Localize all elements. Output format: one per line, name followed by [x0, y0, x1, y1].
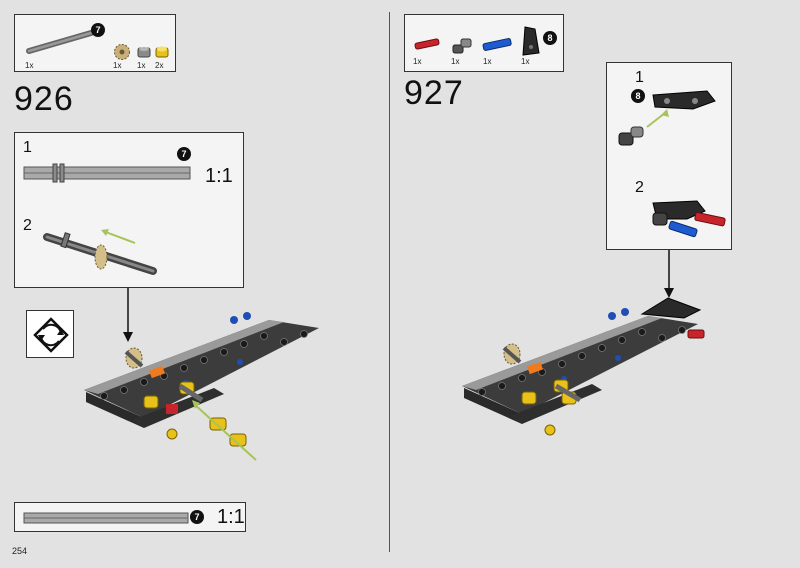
panel-badge: 8	[631, 89, 645, 103]
callout-arrow	[664, 250, 674, 298]
yellow-bush-icon	[155, 46, 169, 58]
black-panel-icon	[522, 26, 540, 56]
model-illustration-927	[462, 297, 705, 436]
substep-number: 2	[23, 217, 32, 234]
rotate-icon	[33, 317, 69, 353]
part-qty: 2x	[155, 61, 164, 70]
subassembly-callout-927: 1 8 2	[606, 62, 732, 250]
step-number: 926	[14, 80, 74, 118]
substep-number: 1	[635, 69, 644, 86]
substep-number: 1	[23, 139, 32, 156]
red-pin-icon	[414, 38, 440, 50]
part-qty: 1x	[137, 61, 146, 70]
bush-icon	[137, 47, 151, 58]
part-qty: 1x	[413, 57, 422, 66]
axle-with-gear-illustration	[43, 229, 157, 275]
gear-icon	[114, 44, 130, 60]
parts-list-926: 7 1x 1x 1x 2x	[14, 14, 176, 72]
part-qty: 1x	[451, 57, 460, 66]
page-number: 254	[12, 546, 28, 556]
panel-badge: 8	[543, 31, 557, 45]
blue-pin-icon	[482, 38, 512, 51]
length-badge: 7	[190, 510, 204, 524]
step-number: 927	[404, 74, 464, 112]
scale-label: 1:1	[217, 506, 245, 528]
length-badge: 7	[91, 23, 105, 37]
parts-list-927: 1x 1x 1x 8 1x	[404, 14, 564, 72]
callout-arrow	[123, 288, 133, 342]
panel-attach-illustration	[618, 90, 716, 146]
part-qty: 1x	[521, 57, 530, 66]
gray-connector-icon	[452, 38, 472, 54]
part-qty: 1x	[113, 61, 122, 70]
substep-number: 2	[635, 179, 644, 196]
panel-with-pins-illustration	[652, 200, 726, 238]
rotate-model-icon	[26, 310, 74, 358]
axle-icon	[23, 163, 191, 183]
scale-label: 1:1	[205, 165, 233, 187]
axle-icon	[26, 30, 94, 54]
length-badge: 7	[177, 147, 191, 161]
model-illustration-926	[84, 312, 319, 461]
part-qty: 1x	[483, 57, 492, 66]
axle-length-callout: 7 1:1	[14, 502, 246, 532]
subassembly-callout-926: 1 7 1:1 2	[14, 132, 244, 288]
axle-icon	[23, 512, 189, 524]
part-qty: 1x	[25, 61, 34, 70]
page-divider	[389, 12, 390, 552]
